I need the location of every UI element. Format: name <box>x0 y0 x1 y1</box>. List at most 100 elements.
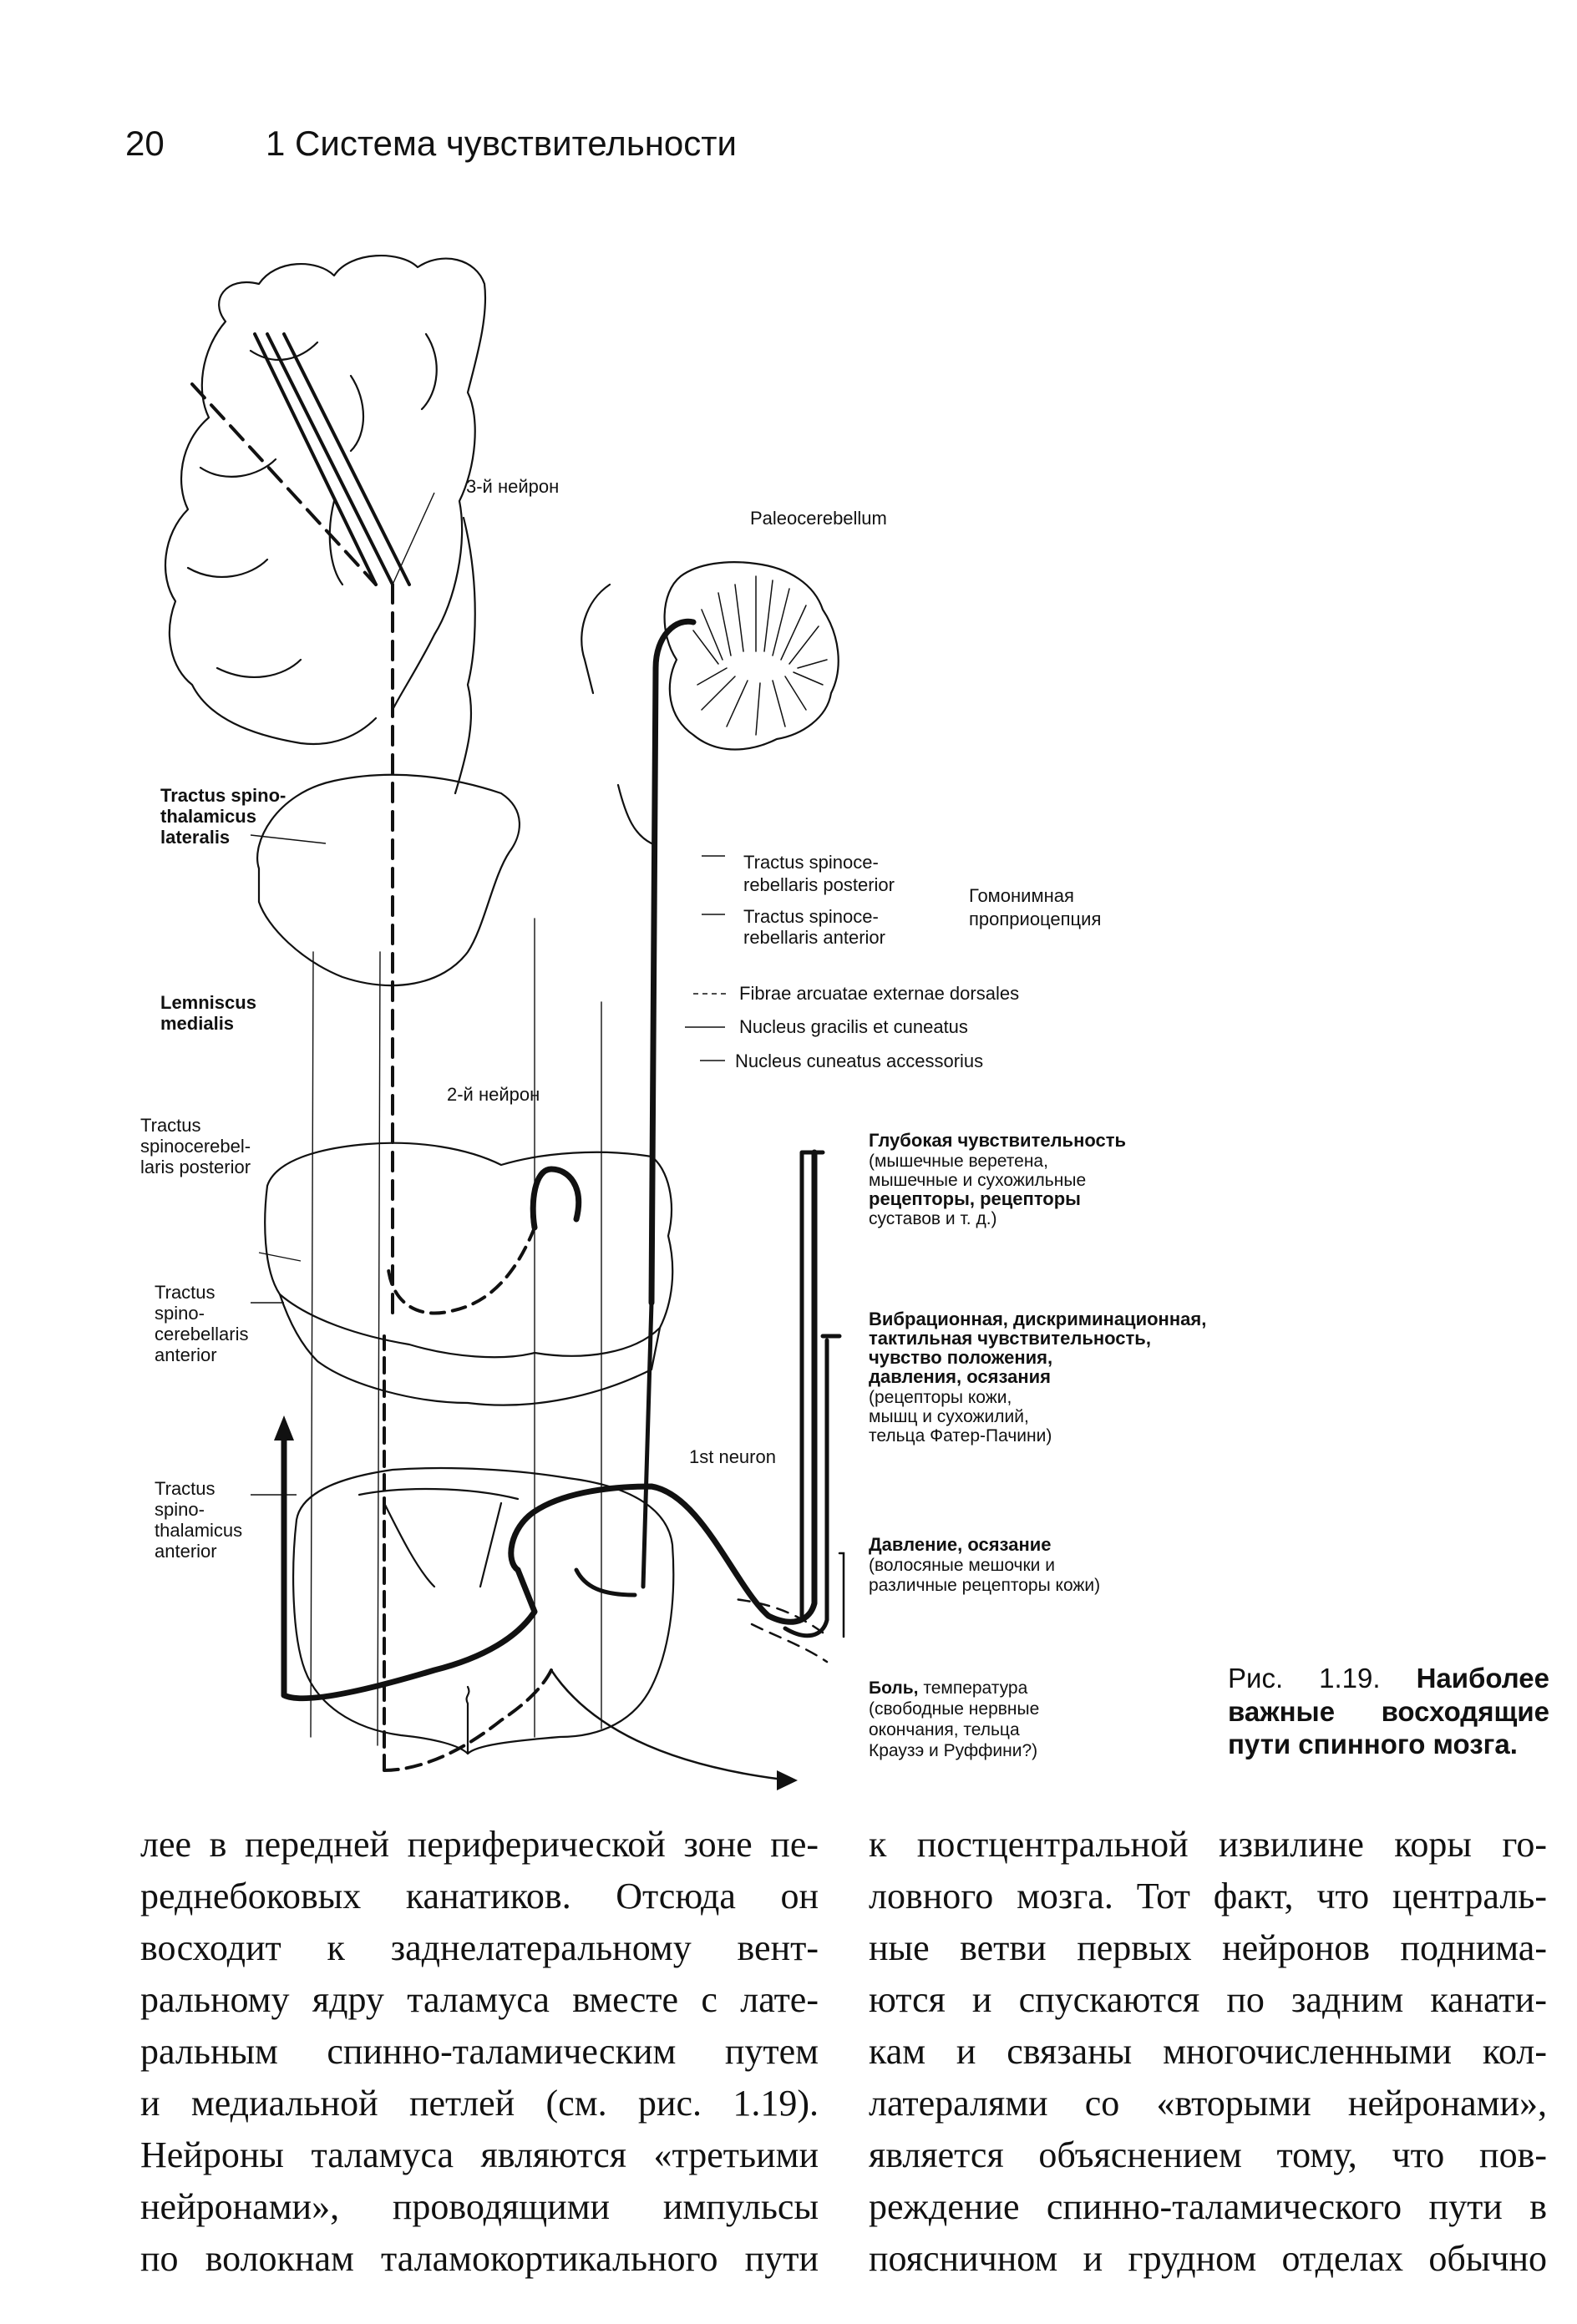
medial-lemniscus-bold <box>530 1166 582 1231</box>
left-text-column: лее в передней периферической зоне пе- р… <box>140 1819 819 2285</box>
vibration-line-1: (рецепторы кожи, <box>869 1388 1012 1407</box>
cortex-gyri <box>186 332 438 678</box>
tscp-left-label-1: Tractus <box>140 1115 201 1136</box>
pressure-bracket <box>838 1552 845 1638</box>
pain-arrow-head <box>777 1770 798 1790</box>
pressure-title: Давление, осязание <box>869 1534 1052 1555</box>
spinal-cord-fissure <box>465 1685 470 1755</box>
nucleus-gracilis-label: Nucleus gracilis et cuneatus <box>739 1016 968 1037</box>
right-line: поясничном и грудном отделах обычно <box>869 2238 1547 2279</box>
dashed-cortical-fiber <box>190 382 378 586</box>
medulla-section <box>264 1142 674 1359</box>
vibration-title-1: Вибрационная, дискриминационная, <box>869 1309 1206 1329</box>
right-line: к постцентральной извилине коры го- <box>869 1824 1547 1865</box>
left-line: ральному ядру таламуса вместе с лате- <box>140 1979 819 2020</box>
midbrain-section <box>256 773 520 987</box>
tsta-left-label-2: spino- <box>155 1499 205 1520</box>
homonymous-proprioception-2: проприоцепция <box>969 909 1101 929</box>
deep-sensation-line-3: рецепторы, рецепторы <box>869 1188 1081 1209</box>
medulla-outline-upper <box>581 583 653 845</box>
right-line: латералями со «вторыми нейронами», <box>869 2083 1547 2124</box>
cerebellum-outline <box>663 561 839 751</box>
deep-sensation-fiber <box>508 1149 818 1625</box>
tsca-right-label-2: rebellaris anterior <box>743 927 885 948</box>
tsca-right-label-1: Tractus spinoce- <box>743 906 879 927</box>
tsta-left-label-4: anterior <box>155 1541 217 1562</box>
tsl-label-3: lateralis <box>160 827 230 848</box>
tscp-left-label-2: spinocerebel- <box>140 1136 251 1157</box>
homonymous-proprioception-1: Гомонимная <box>969 885 1074 906</box>
tscp-left-label-3: laris posterior <box>140 1157 251 1177</box>
nucleus-cuneatus-label: Nucleus cuneatus accessorius <box>735 1051 983 1071</box>
pressure-fiber <box>733 1597 829 1663</box>
tsca-left-label-1: Tractus <box>155 1282 216 1303</box>
right-line: реждение спинно-таламического пути в <box>869 2186 1547 2227</box>
left-line: Нейроны таламуса являются «третьими <box>140 2134 819 2175</box>
pain-title: Боль, температура <box>869 1678 1028 1698</box>
right-line: кам и связаны многочисленными кол- <box>869 2031 1547 2072</box>
spinothalamic-crossing <box>281 1567 538 1702</box>
third-neuron-fibers <box>253 332 411 586</box>
third-neuron-label: 3-й нейрон <box>466 476 559 497</box>
deep-sensation-bracket <box>799 1150 825 1623</box>
right-line: является объяснением тому, что пов- <box>869 2134 1547 2175</box>
lemniscus-label-2: medialis <box>160 1013 234 1034</box>
ventral-spinocerebellar-tract <box>574 1300 654 1597</box>
left-line: восходит к заднелатеральному вент- <box>140 1927 819 1968</box>
right-text-column: к постцентральной извилине коры го- ловн… <box>869 1819 1547 2285</box>
caption-text: Наиболее важные восходящие пути спинного… <box>1228 1663 1549 1760</box>
brainstem-outline <box>328 499 476 795</box>
left-line: ральным спинно-таламическим путем <box>140 2031 819 2072</box>
pain-line-1: (свободные нервные <box>869 1699 1039 1719</box>
deep-sensation-line-4: суставов и т. д.) <box>869 1209 997 1228</box>
spinal-cord-section <box>292 1466 675 1755</box>
tscp-right-label-2: rebellaris posterior <box>743 874 895 895</box>
page-number: 20 <box>125 124 165 163</box>
spinal-column-lines <box>310 918 602 1746</box>
second-neuron-label: 2-й нейрон <box>447 1084 540 1105</box>
running-title: 1 Система чувствительности <box>266 124 737 163</box>
pain-title-rest: температура <box>918 1678 1027 1698</box>
spinal-pathways-figure: 3-й нейрон Paleocerebellum Tractus spino… <box>140 255 1206 1790</box>
pain-line-2: окончания, тельца <box>869 1720 1020 1739</box>
lemniscus-dashed <box>387 1226 536 1315</box>
vibration-fiber <box>783 1338 829 1638</box>
vibration-title-2: тактильная чувствительность, <box>869 1328 1151 1349</box>
spinal-grey-matter <box>357 1487 520 1588</box>
pain-line-3: Краузэ и Руффини?) <box>869 1741 1037 1760</box>
right-line: ные ветви первых нейронов поднима- <box>869 1927 1547 1968</box>
pain-fiber <box>383 1334 553 1772</box>
vibration-line-3: тельца Фатер-Пачини) <box>869 1426 1052 1446</box>
anterior-arrow-head <box>274 1415 294 1440</box>
vibration-line-2: мышц и сухожилий, <box>869 1407 1029 1426</box>
cerebral-cortex-outline <box>164 255 487 745</box>
right-line: ются и спускаются по задним канати- <box>869 1979 1547 2020</box>
dorsal-spinocerebellar-tract <box>648 618 697 1306</box>
tscp-right-label-1: Tractus spinoce- <box>743 852 879 873</box>
paleocerebellum-label: Paleocerebellum <box>750 508 887 529</box>
tsta-left-label-3: thalamicus <box>155 1520 242 1541</box>
vibration-title-4: давления, осязания <box>869 1366 1051 1387</box>
left-line: по волокнам таламокортикального пути <box>140 2238 819 2279</box>
pressure-line-2: различные рецепторы кожи) <box>869 1576 1100 1595</box>
tsl-label-2: thalamicus <box>160 806 256 827</box>
tsca-left-label-3: cerebellaris <box>155 1324 249 1344</box>
deep-sensation-title: Глубокая чувствительность <box>869 1130 1126 1151</box>
fibrae-label: Fibrae arcuatae externae dorsales <box>739 983 1019 1004</box>
left-line: нейронами», проводящими импульсы <box>140 2186 819 2227</box>
pain-title-bold: Боль, <box>869 1678 918 1698</box>
caption-prefix: Рис. 1.19. <box>1228 1663 1381 1694</box>
vibration-title-3: чувство положения, <box>869 1347 1052 1368</box>
deep-sensation-line-2: мышечные и сухожильные <box>869 1171 1086 1190</box>
right-line: ловного мозга. Тот факт, что централь- <box>869 1876 1547 1916</box>
deep-sensation-line-1: (мышечные веретена, <box>869 1152 1048 1171</box>
medulla-depth <box>278 1293 662 1406</box>
left-line: реднебоковых канатиков. Отсюда он <box>140 1876 819 1916</box>
tsta-left-label-1: Tractus <box>155 1478 216 1499</box>
left-line: и медиальной петлей (см. рис. 1.19). <box>140 2083 819 2124</box>
tsca-left-label-4: anterior <box>155 1344 217 1365</box>
figure-caption: Рис. 1.19. Наиболее важные восходящие пу… <box>1228 1662 1549 1761</box>
left-line: лее в передней периферической зоне пе- <box>140 1824 819 1865</box>
lemniscus-label-1: Lemniscus <box>160 992 256 1013</box>
tsca-left-label-2: spino- <box>155 1303 205 1324</box>
